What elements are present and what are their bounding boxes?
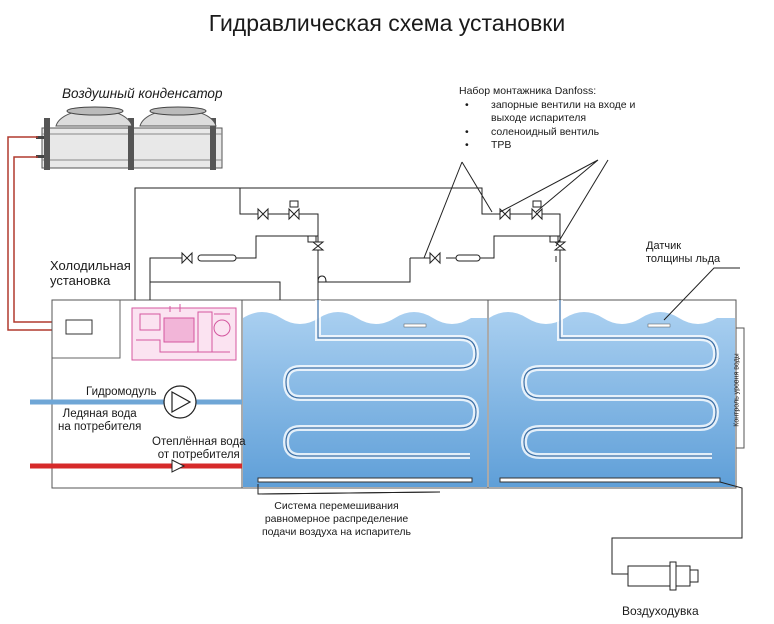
- check-valve-icon: [171, 459, 186, 473]
- chiller-label: Холодильная установка: [50, 258, 131, 288]
- warm-water-label: Отеплённая вода от потребителя: [152, 436, 246, 461]
- pump-label: Гидромодуль: [86, 386, 157, 398]
- refrigerant-lines: [7, 136, 52, 331]
- ice-sensor-label: Датчик толщины льда: [646, 240, 721, 265]
- installer-kit-heading: Набор монтажника Danfoss:: [459, 85, 597, 97]
- condenser-label: Воздушный конденсатор: [62, 86, 223, 101]
- air-distribution: [257, 477, 721, 483]
- installer-kit-item: ТРВ: [459, 139, 635, 153]
- mixing-system-label: Система перемешивания равномерное распре…: [262, 500, 411, 538]
- blower-label: Воздуходувка: [622, 604, 699, 618]
- air-blower: [627, 561, 699, 591]
- ice-sensor: [647, 323, 671, 328]
- page-title: Гидравлическая схема установки: [208, 10, 566, 36]
- air-condenser: [36, 106, 223, 170]
- installer-kit-item: запорные вентили на входе и выходе испар…: [459, 99, 635, 126]
- refrigerant-piping: [134, 187, 561, 300]
- compressor-unit: [131, 304, 237, 361]
- installer-kit-list: Набор монтажника Danfoss: запорные венти…: [459, 85, 635, 153]
- shutoff-valves: [181, 200, 567, 265]
- ice-water-label: Ледяная вода на потребителя: [58, 408, 142, 433]
- pump-icon: [163, 385, 197, 419]
- water-level-control-label: Контроль уровня воды: [733, 353, 741, 427]
- kit-pointer-lines: [423, 159, 609, 259]
- chiller-display: [65, 319, 93, 335]
- installer-kit-item: соленоидный вентиль: [459, 126, 635, 140]
